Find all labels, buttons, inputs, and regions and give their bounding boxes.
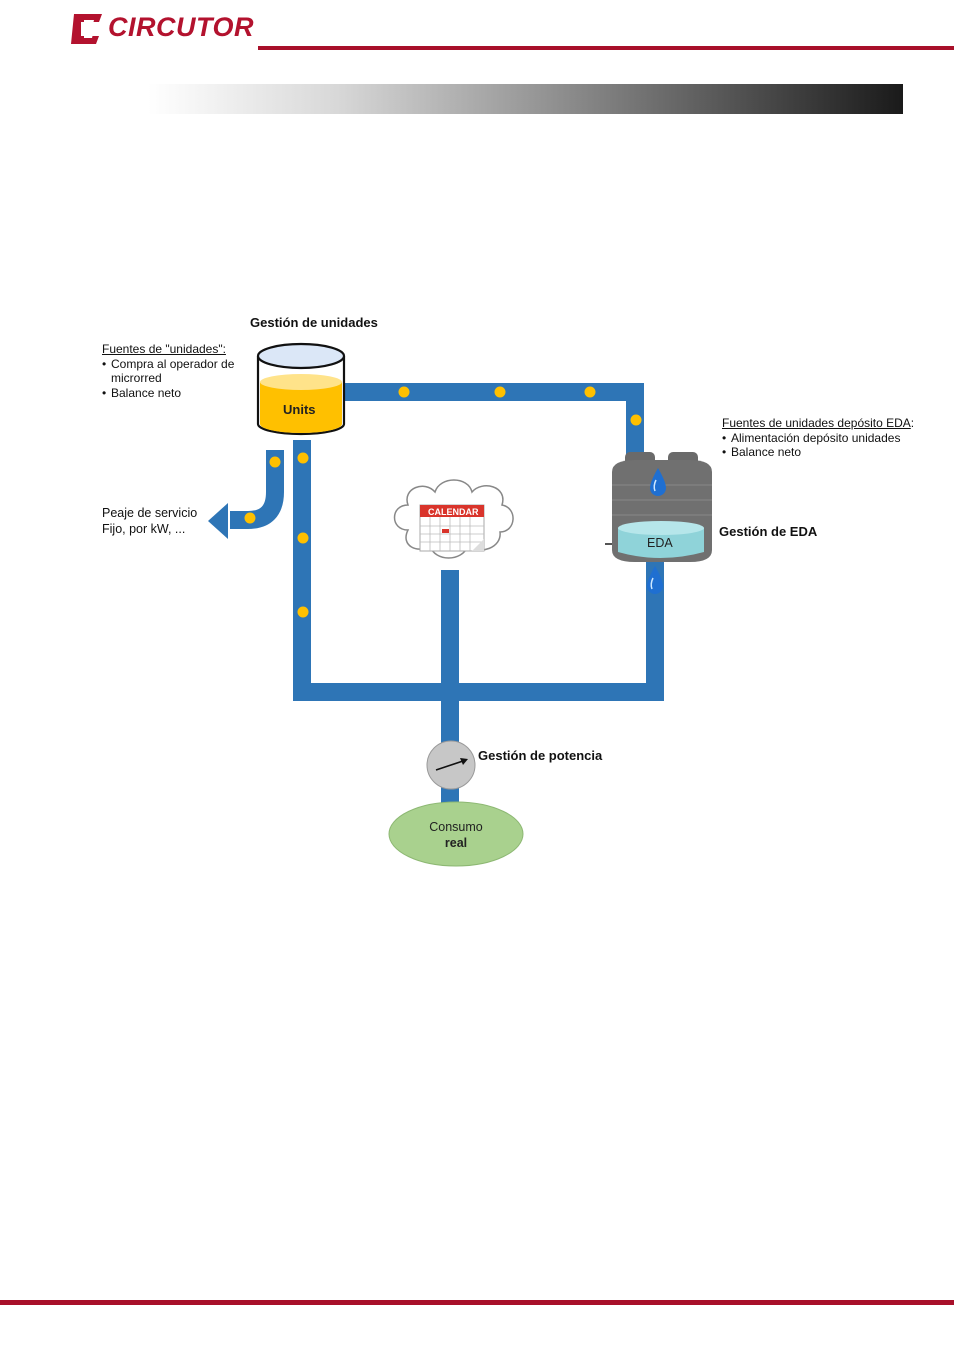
water-drop-icon — [650, 468, 666, 496]
water-drop-icon — [647, 566, 663, 594]
toll-line-1: Peaje de servicio — [102, 506, 198, 520]
coin — [494, 386, 506, 398]
circutor-logo-icon — [71, 14, 102, 44]
consumption-line-1: Consumo — [429, 820, 483, 834]
toll-arrow-head — [208, 503, 228, 539]
pipe-top-loop — [340, 383, 644, 460]
header-rule — [258, 46, 954, 50]
eda-tank-icon — [605, 452, 712, 562]
coin — [269, 456, 281, 468]
diagram-graphics — [208, 342, 712, 867]
units-sources: Fuentes de "unidades": Compra al operado… — [102, 342, 251, 400]
footer-rule — [0, 1300, 954, 1305]
calendar-icon — [419, 504, 485, 552]
energy-management-diagram: Gestión de unidades Fuentes de "unidades… — [90, 300, 950, 880]
power-management-title: Gestión de potencia — [478, 748, 603, 763]
section-gradient-bar — [148, 84, 903, 114]
coin — [297, 606, 309, 618]
coins — [244, 386, 642, 618]
units-tank-label: Units — [283, 402, 316, 417]
coin — [244, 512, 256, 524]
consumption-ellipse — [388, 801, 524, 867]
coin — [297, 452, 309, 464]
calendar-label: CALENDAR — [428, 507, 479, 517]
eda-tank-label: EDA — [647, 536, 673, 550]
coin — [584, 386, 596, 398]
units-tank-icon — [256, 342, 346, 436]
eda-sources-title: Fuentes de unidades depósito EDA — [722, 416, 911, 430]
toll-label: Peaje de servicio Fijo, por kW, ... — [102, 505, 197, 537]
units-source-item: Balance neto — [102, 386, 251, 401]
pipes — [230, 383, 664, 808]
consumption-line-2: real — [444, 836, 468, 850]
pipe-left-down — [293, 440, 664, 701]
eda-source-item: Alimentación depósito unidades — [722, 431, 914, 446]
brand-name: CIRCUTOR — [108, 12, 255, 42]
eda-management-title: Gestión de EDA — [719, 524, 818, 539]
coin — [398, 386, 410, 398]
coin — [630, 414, 642, 426]
eda-sources: Fuentes de unidades depósito EDA: Alimen… — [722, 416, 914, 460]
units-management-title: Gestión de unidades — [250, 315, 378, 330]
coin — [297, 532, 309, 544]
eda-source-item: Balance neto — [722, 445, 914, 460]
power-meter-icon — [426, 740, 476, 790]
eda-sources-colon: : — [910, 416, 915, 430]
toll-line-2: Fijo, por kW, ... — [102, 522, 186, 536]
units-sources-title: Fuentes de "unidades": — [102, 342, 226, 356]
units-source-item: Compra al operador de microrred — [102, 357, 251, 386]
consumption-label: Consumo real — [416, 819, 496, 851]
pipe-toll — [230, 450, 284, 529]
